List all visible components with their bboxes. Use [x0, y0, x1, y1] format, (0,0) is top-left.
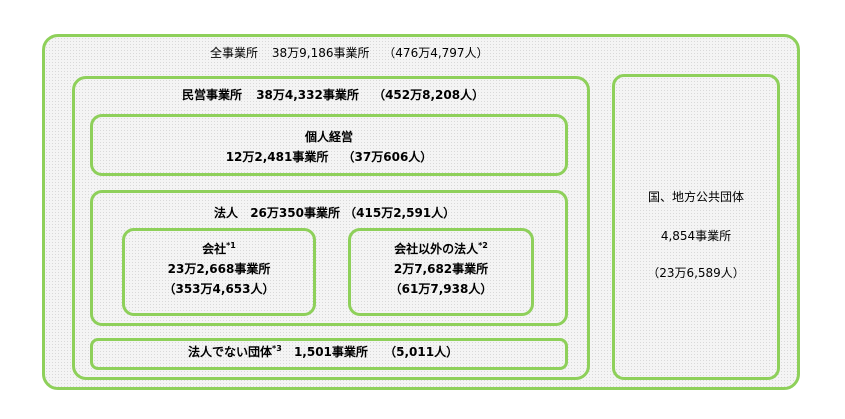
corporate-label-text: 法人 [214, 206, 239, 220]
public-count: 4,854事業所 [660, 229, 732, 243]
other-corp-label-text: 会社以外の法人 [394, 242, 479, 256]
corporate-count: 26万350事業所 [250, 206, 340, 220]
other-corp-footnote-mark: *2 [478, 241, 488, 250]
private-count: 38万4,332事業所 [256, 88, 359, 102]
private-establishments-label: 民営事業所 38万4,332事業所 （452万8,208人） [182, 88, 484, 102]
company-label-text: 会社 [202, 242, 227, 256]
company-box [122, 228, 316, 316]
individual-label: 個人経営 [304, 130, 353, 144]
corporate-workers: （415万2,591人） [344, 206, 456, 220]
non-corp-label-text: 法人でない団体 [188, 345, 273, 359]
public-box [612, 74, 780, 380]
private-workers: （452万8,208人） [373, 88, 485, 102]
all-workers: （476万4,797人） [383, 46, 489, 60]
non-corp-footnote-mark: *3 [272, 344, 282, 353]
company-footnote-mark: *1 [226, 241, 236, 250]
other-corp-count: 2万7,682事業所 [393, 262, 489, 276]
other-corp-workers: （61万7,938人） [389, 282, 493, 296]
individual-box [90, 114, 568, 176]
non-corp-workers: （5,011人） [384, 345, 459, 359]
private-label: 民営事業所 [182, 88, 243, 102]
company-count: 23万2,668事業所 [167, 262, 271, 276]
other-corp-label: 会社以外の法人*2 [348, 241, 534, 257]
corporate-label: 法人 26万350事業所 （415万2,591人） [214, 206, 455, 220]
non-corp-box [90, 338, 568, 370]
individual-stats: 12万2,481事業所 （37万606人） [90, 150, 568, 164]
all-count: 38万9,186事業所 [271, 46, 370, 60]
non-corp-count: 1,501事業所 [293, 345, 368, 359]
public-label: 国、地方公共団体 [647, 190, 744, 204]
company-workers: （353万4,653人） [163, 282, 275, 296]
other-corp-box [348, 228, 534, 316]
all-label: 全事業所 [210, 46, 259, 60]
public-workers: （23万6,589人） [647, 266, 745, 280]
non-corp-label: 法人でない団体*3 1,501事業所 （5,011人） [188, 344, 459, 360]
all-establishments-label: 全事業所 38万9,186事業所 （476万4,797人） [210, 46, 489, 60]
company-label: 会社*1 [122, 241, 316, 257]
individual-workers: （37万606人） [342, 150, 433, 164]
individual-count: 12万2,481事業所 [225, 150, 329, 164]
